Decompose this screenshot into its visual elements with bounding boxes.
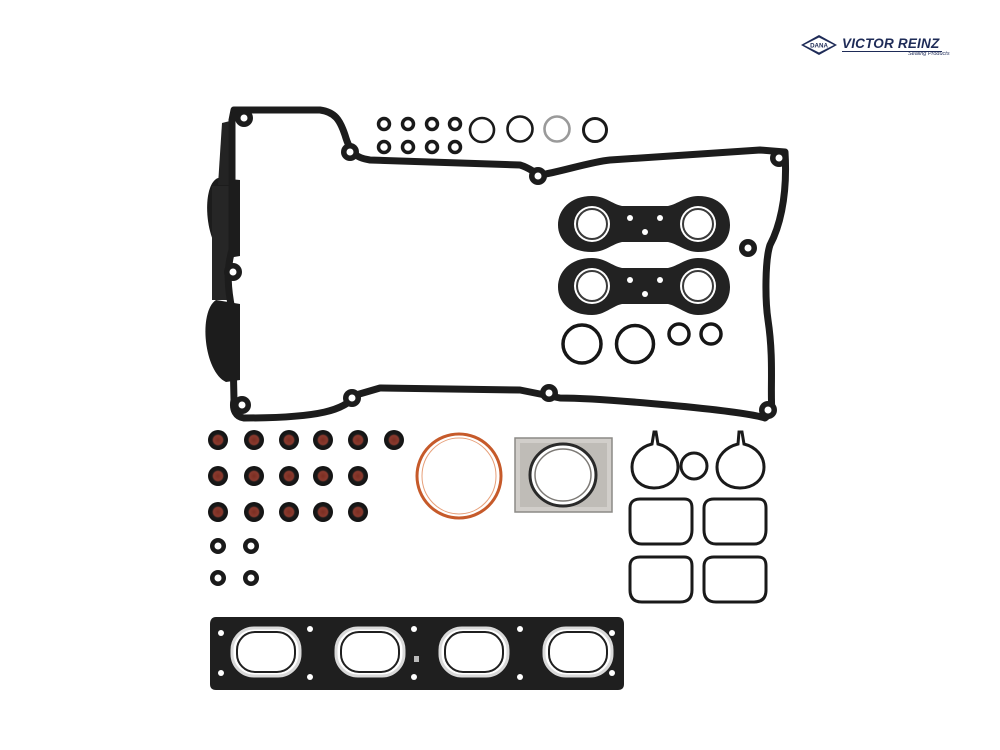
small-o-rings-top <box>376 116 463 155</box>
copper-ring <box>415 432 503 520</box>
brand-tagline: Sealing Products <box>908 51 950 57</box>
brand-name: VICTOR REINZ <box>842 36 940 51</box>
valve-cover-gasket <box>205 106 790 422</box>
intake-gaskets <box>628 430 768 604</box>
o-rings-medium-top <box>468 115 608 144</box>
dana-diamond-logo: DANA <box>801 35 837 55</box>
brand-rule <box>842 51 942 52</box>
spark-plug-tube-seals <box>558 196 730 315</box>
exhaust-manifold-gasket <box>210 617 624 690</box>
o-rings-inside <box>561 322 723 365</box>
brand-logo: DANA VICTOR REINZ Sealing Products <box>800 34 950 60</box>
valve-stem-seals <box>208 430 404 586</box>
dana-logo-text: DANA <box>810 42 828 49</box>
tube-seal-lower <box>558 258 730 315</box>
flange-gasket <box>514 437 613 513</box>
tube-seal-upper <box>558 196 730 252</box>
